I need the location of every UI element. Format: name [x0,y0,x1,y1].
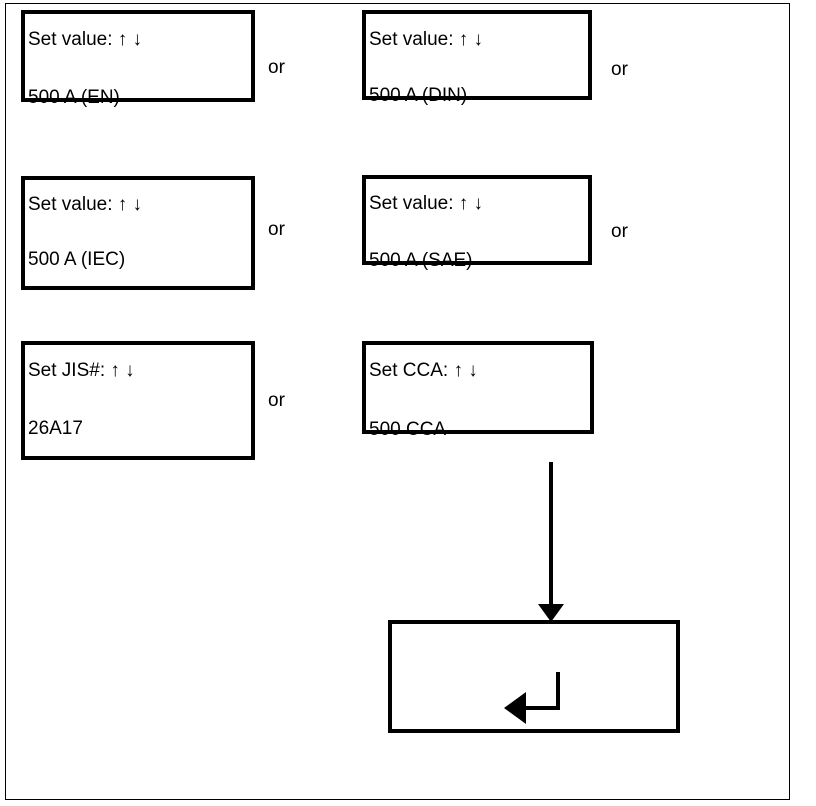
page-border [5,3,790,800]
lcd-line-cca-prompt: Set CCA: ↑ ↓ [369,360,478,381]
lcd-line-en-prompt: Set value: ↑ ↓ [28,29,143,50]
enter-icon-stem [556,672,560,710]
lcd-box-sae[interactable] [362,175,592,265]
enter-icon-arrowhead [504,692,526,724]
lcd-box-cca[interactable] [362,341,594,434]
lcd-box-din[interactable] [362,10,592,100]
lcd-box-jis[interactable] [21,341,255,460]
lcd-line-sae-prompt: Set value: ↑ ↓ [369,193,484,214]
enter-key-icon [504,672,566,724]
lcd-line-din-prompt: Set value: ↑ ↓ [369,29,484,50]
or-label-row1-left: or [268,57,285,78]
flow-arrow-head-icon [538,604,564,622]
lcd-line-jis-prompt: Set JIS#: ↑ ↓ [28,360,135,381]
lcd-line-jis-value: 26A17 [28,418,83,439]
lcd-line-din-value: 500 A (DIN) [369,85,468,106]
lcd-line-en-value: 500 A (EN) [28,87,120,108]
lcd-line-iec-value: 500 A (IEC) [28,249,126,270]
lcd-line-sae-value: 500 A (SAE) [369,250,473,271]
or-label-row2-right: or [611,221,628,242]
lcd-line-cca-value: 500 CCA [369,419,447,440]
lcd-line-iec-prompt: Set value: ↑ ↓ [28,194,143,215]
flow-arrow-shaft [549,462,553,606]
lcd-box-iec[interactable] [21,176,255,290]
or-label-row3-left: or [268,390,285,411]
lcd-box-enter-result[interactable] [388,620,680,733]
enter-icon-bar [526,706,560,710]
flow-arrow-down [538,462,564,622]
or-label-row1-right: or [611,59,628,80]
lcd-box-en[interactable] [21,10,255,102]
or-label-row2-left: or [268,219,285,240]
